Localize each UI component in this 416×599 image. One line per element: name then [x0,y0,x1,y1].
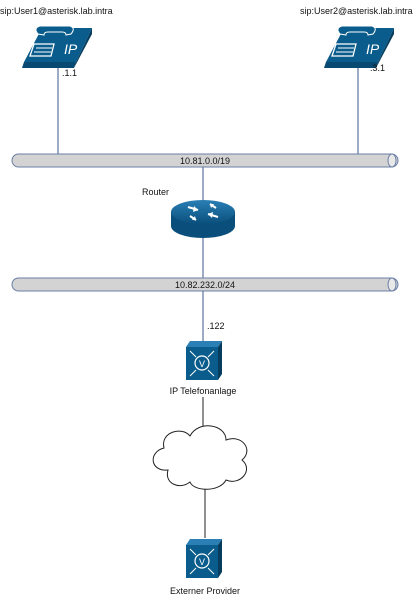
ip-suffix-pbx: .122 [207,321,225,331]
svg-text:IP: IP [366,41,380,57]
ip-suffix-user1: .1.1 [62,68,77,78]
sip-address-user1: sip:User1@asterisk.lab.intra [0,6,113,16]
external-provider[interactable]: V Externer Provider [170,539,240,596]
router-label: Router [142,187,169,197]
ip-phone-user2[interactable]: sip:User2@asterisk.lab.intra IP .3.1 [300,6,413,73]
network-label-upper: 10.81.0.0/19 [180,156,230,166]
svg-text:V: V [199,557,205,567]
connection-lines [57,60,359,343]
voice-switch-icon: V [186,539,222,578]
network-bus-lower: 10.82.232.0/24 [11,277,399,292]
provider-label: Externer Provider [170,586,240,596]
ip-phone-icon: IP [22,25,92,68]
ip-pbx[interactable]: .122 V IP Telefonanlage [170,321,237,396]
pbx-label: IP Telefonanlage [170,386,237,396]
wan-lines [202,397,206,538]
svg-text:IP: IP [64,41,78,57]
ip-phone-user1[interactable]: sip:User1@asterisk.lab.intra IP .1.1 [0,6,113,78]
router[interactable]: Router [142,187,235,238]
router-icon [171,200,235,238]
network-bus-upper: 10.81.0.0/19 [11,153,399,168]
cloud-icon [152,425,248,490]
ip-phone-icon: IP [324,25,394,68]
svg-text:V: V [199,359,205,369]
ip-suffix-user2: .3.1 [370,63,385,73]
sip-address-user2: sip:User2@asterisk.lab.intra [300,6,413,16]
network-label-lower: 10.82.232.0/24 [175,280,235,290]
voice-switch-icon: V [186,341,222,380]
